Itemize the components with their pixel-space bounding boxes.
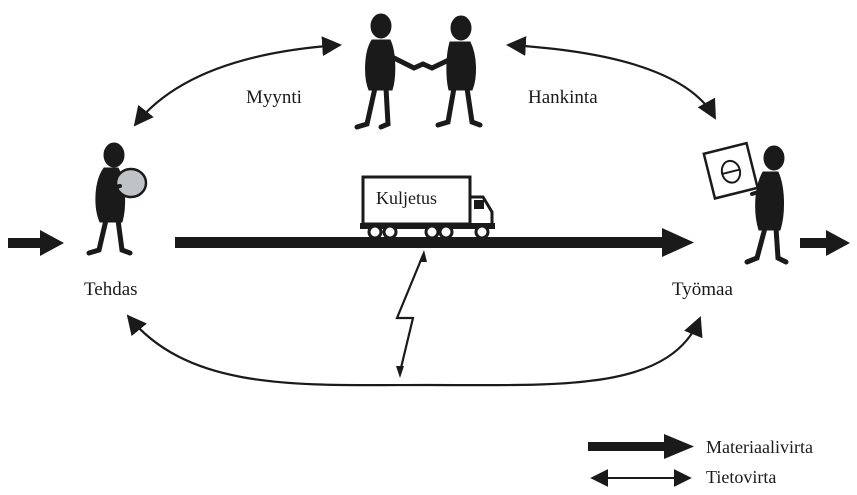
info-flow-arrow-sales <box>133 36 342 127</box>
lightning-bolt-icon <box>395 250 427 378</box>
material-flow-arrow-in <box>8 230 64 256</box>
legend-information-flow-label: Tietovirta <box>706 467 777 487</box>
info-flow-arrow-bottom <box>126 314 703 387</box>
sales-label: Myynti <box>246 87 302 108</box>
handshake-figures-icon <box>354 13 483 130</box>
material-flow-arrow-out <box>800 230 850 256</box>
transport-label: Kuljetus <box>376 188 437 208</box>
material-flow-arrow-main <box>175 228 694 257</box>
procurement-label: Hankinta <box>528 87 598 108</box>
site-label: Työmaa <box>672 279 733 300</box>
factory-worker-icon <box>86 142 148 256</box>
site-worker-icon <box>702 141 789 265</box>
info-flow-arrow-procurement <box>506 36 716 120</box>
legend-material-arrow <box>588 434 694 459</box>
factory-label: Tehdas <box>84 279 138 300</box>
truck-icon <box>360 175 495 240</box>
legend-material-flow-label: Materiaalivirta <box>706 437 813 457</box>
